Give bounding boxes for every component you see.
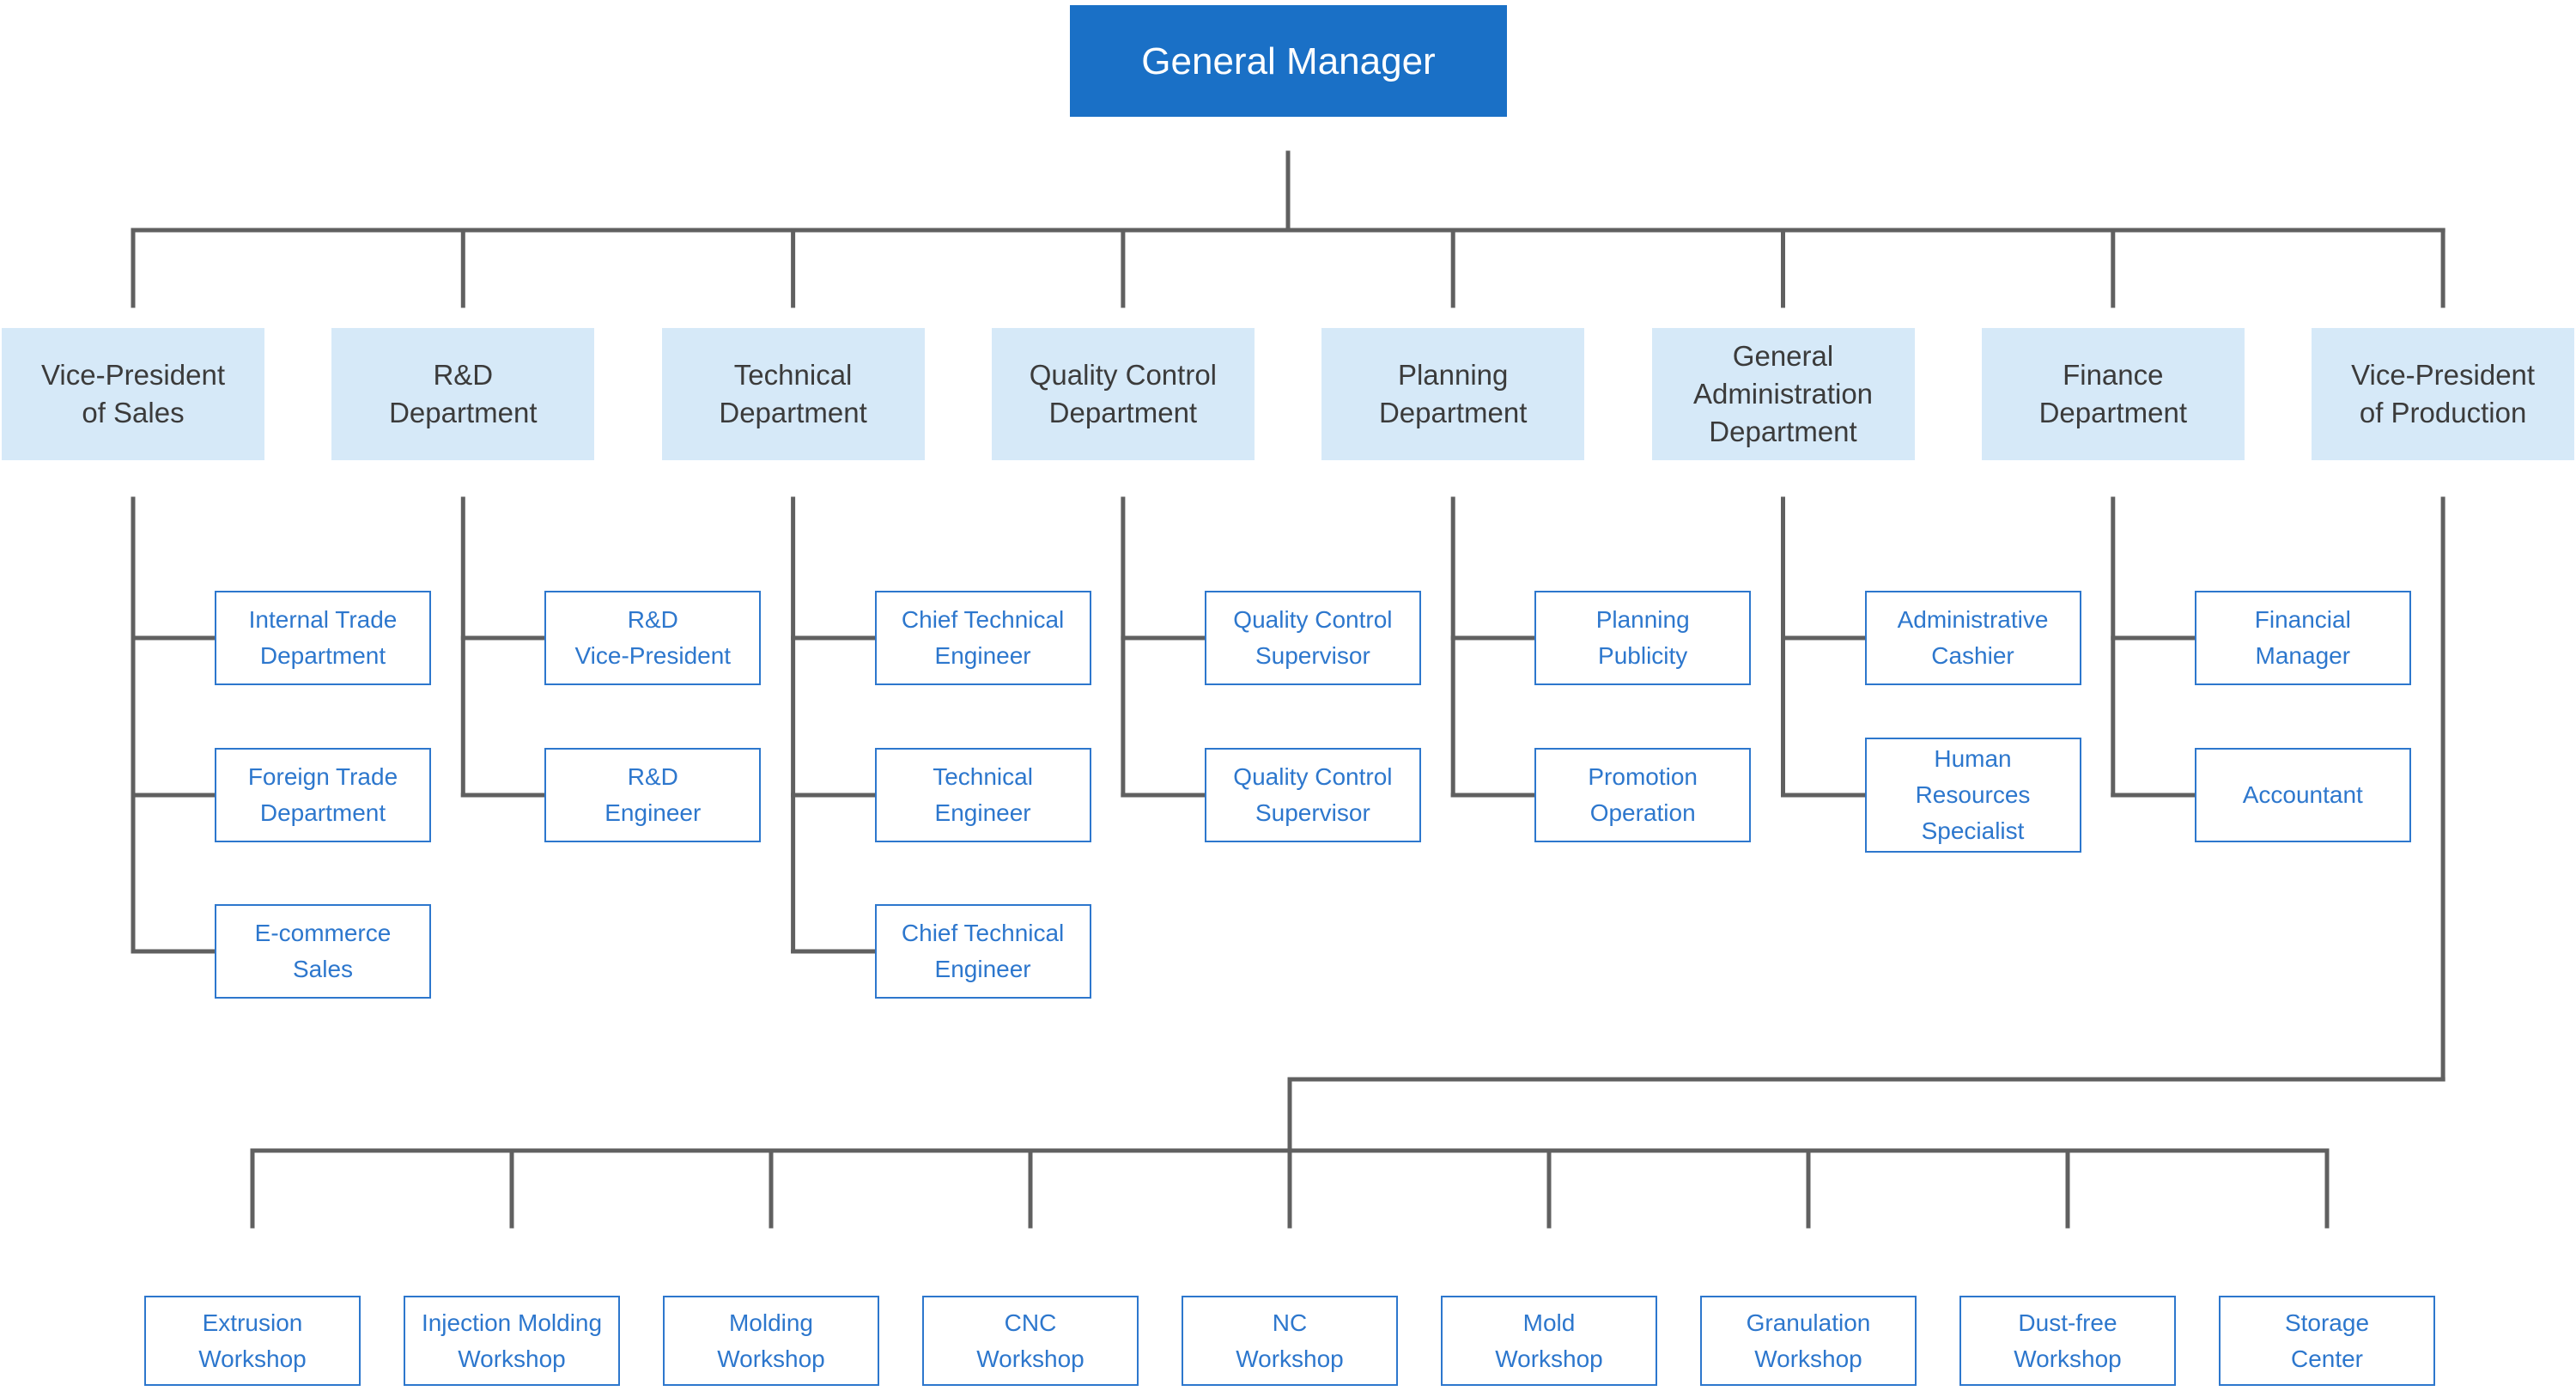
org-node-r-d-department: R&D Department (331, 328, 595, 460)
org-node-vice-president-of-production: Vice-President of Production (2312, 328, 2575, 460)
org-node-internal-trade-department: Internal Trade Department (215, 591, 431, 685)
org-node-dust-free-workshop: Dust-free Workshop (1959, 1296, 2176, 1386)
org-node-planning-publicity: Planning Publicity (1534, 591, 1752, 685)
org-node-nc-workshop: NC Workshop (1182, 1296, 1398, 1386)
org-node-molding-workshop: Molding Workshop (663, 1296, 879, 1386)
org-node-foreign-trade-department: Foreign Trade Department (215, 748, 431, 842)
org-node-storage-center: Storage Center (2219, 1296, 2435, 1386)
org-node-chief-technical-engineer: Chief Technical Engineer (874, 904, 1091, 999)
org-node-r-d-vice-president: R&D Vice-President (544, 591, 762, 685)
org-node-general-manager: General Manager (1070, 5, 1507, 117)
org-node-extrusion-workshop: Extrusion Workshop (144, 1296, 361, 1386)
org-node-vice-president-of-sales: Vice-President of Sales (2, 328, 264, 460)
org-node-cnc-workshop: CNC Workshop (922, 1296, 1139, 1386)
org-node-injection-molding-workshop: Injection Molding Workshop (404, 1296, 620, 1386)
org-node-administrative-cashier: Administrative Cashier (1864, 591, 2081, 685)
org-node-chief-technical-engineer: Chief Technical Engineer (874, 591, 1091, 685)
org-node-planning-department: Planning Department (1321, 328, 1585, 460)
org-node-accountant: Accountant (2194, 748, 2411, 842)
org-node-r-d-engineer: R&D Engineer (544, 748, 762, 842)
org-node-financial-manager: Financial Manager (2194, 591, 2411, 685)
org-node-e-commerce-sales: E-commerce Sales (215, 904, 431, 999)
org-node-promotion-operation: Promotion Operation (1534, 748, 1752, 842)
org-node-finance-department: Finance Department (1981, 328, 2245, 460)
org-node-quality-control-department: Quality Control Department (991, 328, 1255, 460)
org-node-human-resources-specialist: Human Resources Specialist (1864, 738, 2081, 853)
org-node-technical-department: Technical Department (661, 328, 925, 460)
org-node-quality-control-supervisor: Quality Control Supervisor (1204, 591, 1421, 685)
org-node-general-administration-department: General Administration Department (1651, 328, 1915, 460)
org-node-quality-control-supervisor: Quality Control Supervisor (1204, 748, 1421, 842)
org-node-technical-engineer: Technical Engineer (874, 748, 1091, 842)
org-node-mold-workshop: Mold Workshop (1441, 1296, 1657, 1386)
org-node-granulation-workshop: Granulation Workshop (1700, 1296, 1917, 1386)
